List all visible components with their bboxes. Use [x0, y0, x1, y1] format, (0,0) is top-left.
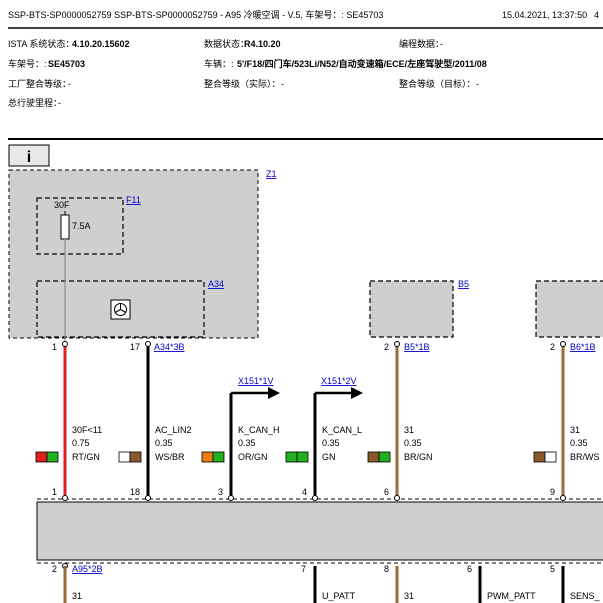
wire-signal-label: K_CAN_L	[322, 425, 362, 435]
programming-data-value: -	[440, 39, 443, 49]
pin-mid-label: 1	[52, 487, 57, 497]
actual-level-label: 整合等级（实际）：	[204, 79, 281, 89]
bottom-label-sens: SENS_	[570, 591, 601, 601]
wire-color-label: OR/GN	[238, 452, 268, 462]
pin-5-bottom: 5	[550, 564, 555, 574]
bottom-label-31-b: 31	[404, 591, 414, 601]
b6-1b-link[interactable]: B6*1B	[570, 342, 596, 352]
target-level-value: -	[476, 79, 479, 89]
f11-link[interactable]: F11	[126, 195, 141, 205]
print-datetime: 15.04.2021, 13:37:50	[502, 10, 588, 20]
wire-color-swatch-secondary	[46, 451, 59, 463]
pin-2-bottom: 2	[52, 564, 57, 574]
pin-2-b5: 2	[384, 342, 389, 352]
programming-data-label: 编程数据：	[399, 39, 445, 49]
wire-color-swatch-secondary	[129, 451, 142, 463]
component-a95	[36, 501, 603, 561]
pin-1-top: 1	[52, 342, 57, 352]
wire-color-label: BR/WS	[570, 452, 600, 462]
info-button[interactable]: i	[8, 144, 50, 167]
pin-17-top: 17	[130, 342, 140, 352]
x151-1v-link[interactable]: X151*1V	[238, 376, 274, 386]
x151-1v-arrow	[268, 387, 280, 399]
mileage-value: -	[58, 98, 61, 108]
ista-status-value: 4.10.20.15602	[72, 39, 130, 49]
wire-color-swatch-primary	[201, 451, 214, 463]
factory-level-value: -	[68, 79, 71, 89]
mileage-label: 总行驶里程：	[8, 98, 63, 108]
wire-color-swatch-primary	[35, 451, 48, 463]
wire-size-label: 0.35	[322, 438, 340, 448]
b5-1b-link[interactable]: B5*1B	[404, 342, 430, 352]
factory-level-label: 工厂整合等级：	[8, 79, 72, 89]
control-unit-icon	[110, 299, 131, 320]
wire-color-swatch-secondary	[544, 451, 557, 463]
x151-2v-arrow	[351, 387, 363, 399]
actual-level-value: -	[281, 79, 284, 89]
a34-3b-link[interactable]: A34*3B	[154, 342, 185, 352]
component-b6	[535, 280, 603, 338]
pin-mid-label: 4	[302, 487, 307, 497]
wire-signal-label: AC_LIN2	[155, 425, 192, 435]
wire-size-label: 0.35	[404, 438, 422, 448]
pin-mid-label: 9	[550, 487, 555, 497]
pin-mid-label: 6	[384, 487, 389, 497]
wire-color-swatch-primary	[118, 451, 131, 463]
pin-6-bottom: 6	[467, 564, 472, 574]
wire-size-label: 0.35	[570, 438, 588, 448]
wire-color-swatch-secondary	[212, 451, 225, 463]
wire-color-swatch-primary	[285, 451, 298, 463]
wire-color-swatch-primary	[367, 451, 380, 463]
wire-color-swatch-secondary	[378, 451, 391, 463]
a95-2b-link[interactable]: A95*2B	[72, 564, 103, 574]
wire-signal-label: 30F<11	[72, 425, 102, 435]
vin-label: 车架号：:	[8, 59, 47, 69]
wire-size-label: 0.75	[72, 438, 90, 448]
page-number: 4	[594, 10, 600, 20]
info-icon: i	[27, 149, 31, 166]
vehicle-label: 车辆：:	[204, 59, 234, 69]
pin-mid-label: 3	[218, 487, 223, 497]
pin-2-b6: 2	[550, 342, 555, 352]
fuse-rating: 7.5A	[72, 221, 91, 231]
pin-7-bottom: 7	[301, 564, 306, 574]
pin-mid-label: 18	[130, 487, 140, 497]
bottom-label-31-a: 31	[72, 591, 82, 601]
z1-link[interactable]: Z1	[266, 169, 277, 179]
data-status-value: R4.10.20	[244, 39, 281, 49]
pin-8-bottom: 8	[384, 564, 389, 574]
data-status-label: 数据状态：	[204, 39, 250, 49]
wire-color-swatch-primary	[533, 451, 546, 463]
a34-link[interactable]: A34	[208, 279, 224, 289]
component-f11	[36, 197, 124, 255]
target-level-label: 整合等级（目标）：	[399, 79, 476, 89]
wire-color-label: GN	[322, 452, 336, 462]
fuse-symbol	[60, 214, 70, 240]
wire-color-swatch-secondary	[296, 451, 309, 463]
wire-signal-label: 31	[570, 425, 580, 435]
document-title: SSP-BTS-SP0000052759 SSP-BTS-SP000005275…	[8, 10, 384, 20]
component-b5	[369, 280, 454, 338]
b5-link[interactable]: B5	[458, 279, 469, 289]
wire-size-label: 0.35	[238, 438, 256, 448]
wire-size-label: 0.35	[155, 438, 173, 448]
vin-value: SE45703	[48, 59, 86, 69]
vehicle-value: 5'/F18/四门车/523Li/N52/自动变速箱/ECE/左座驾驶型/201…	[237, 59, 487, 69]
x151-2v-link[interactable]: X151*2V	[321, 376, 357, 386]
wire-color-label: BR/GN	[404, 452, 433, 462]
wire-color-label: WS/BR	[155, 452, 185, 462]
fuse-30f-label: 30F	[54, 200, 70, 210]
wire-color-label: RT/GN	[72, 452, 100, 462]
bottom-label-u-patt: U_PATT	[322, 591, 356, 601]
bottom-label-pwm-patt: PWM_PATT	[487, 591, 536, 601]
ista-status-label: ISTA 系统状态：	[8, 39, 75, 49]
wire-signal-label: 31	[404, 425, 414, 435]
wire-signal-label: K_CAN_H	[238, 425, 280, 435]
